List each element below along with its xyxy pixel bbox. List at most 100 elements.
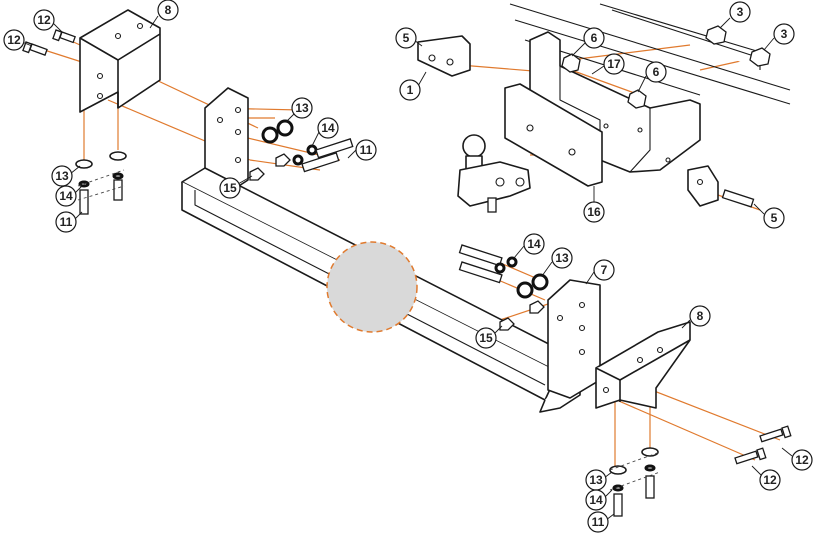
callout-11: 11 <box>55 211 77 233</box>
callout-12: 12 <box>759 469 781 491</box>
callout-number: 14 <box>59 189 73 203</box>
callout-13: 13 <box>291 97 313 119</box>
callout-13: 13 <box>51 165 73 187</box>
callout-circle <box>583 27 605 49</box>
callout-14: 14 <box>317 117 339 139</box>
assembly-lead-lines <box>37 35 781 470</box>
callout-leaders <box>21 15 793 521</box>
callout-circle <box>317 117 339 139</box>
callout-number: 12 <box>7 33 21 47</box>
callout-number: 16 <box>587 205 601 219</box>
callout-number: 14 <box>527 237 541 251</box>
callout-number: 12 <box>795 453 809 467</box>
bolt-12-upper-left <box>52 29 76 44</box>
callout-7: 7 <box>593 259 615 281</box>
callout-number: 14 <box>589 493 603 507</box>
callout-number: 8 <box>697 309 704 323</box>
callout-8: 8 <box>157 0 179 21</box>
callout-number: 3 <box>781 27 788 41</box>
callout-number: 6 <box>653 65 660 79</box>
callout-13: 13 <box>551 247 573 269</box>
callout-11: 11 <box>355 139 377 161</box>
callout-1: 1 <box>399 79 421 101</box>
callout-number: 11 <box>60 215 73 229</box>
callout-number: 13 <box>555 251 569 265</box>
callout-number: 5 <box>403 31 410 45</box>
callout-circle <box>587 511 609 533</box>
callout-circle <box>399 79 421 101</box>
callout-circle <box>791 449 813 471</box>
callout-circle <box>645 61 667 83</box>
callout-circle <box>3 29 25 51</box>
callout-circle <box>773 23 795 45</box>
callout-circle <box>395 27 417 49</box>
callout-number: 11 <box>360 143 373 157</box>
left-plate-fixings <box>249 119 354 181</box>
vehicle-chassis-inset <box>417 3 791 213</box>
callout-number: 17 <box>607 57 621 71</box>
callout-5: 5 <box>763 207 785 229</box>
callout-number: 14 <box>321 121 335 135</box>
callout-number: 13 <box>295 101 309 115</box>
callout-number: 13 <box>589 473 603 487</box>
callout-number: 3 <box>737 5 744 19</box>
callout-circle <box>551 247 573 269</box>
image-placeholder-circle <box>326 241 418 333</box>
callout-circle <box>763 207 785 229</box>
callout-5: 5 <box>395 27 417 49</box>
left-mounting-bracket <box>79 9 161 113</box>
callout-number: 12 <box>763 473 777 487</box>
callout-number: 12 <box>37 13 51 27</box>
callout-number: 8 <box>165 3 172 17</box>
callout-12: 12 <box>791 449 813 471</box>
callout-6: 6 <box>645 61 667 83</box>
callout-number: 15 <box>223 181 237 195</box>
callout-number: 7 <box>601 263 608 277</box>
callout-circle <box>33 9 55 31</box>
callout-circle <box>689 305 711 327</box>
callout-number: 11 <box>592 515 605 529</box>
callout-14: 14 <box>523 233 545 255</box>
callout-number: 15 <box>479 331 493 345</box>
callout-circle <box>355 139 377 161</box>
callout-circle <box>157 0 179 21</box>
callout-14: 14 <box>585 489 607 511</box>
callout-circle <box>759 469 781 491</box>
callout-6: 6 <box>583 27 605 49</box>
callout-12: 12 <box>3 29 25 51</box>
callout-17: 17 <box>603 53 625 75</box>
callout-circle <box>55 185 77 207</box>
callout-circle <box>585 489 607 511</box>
callout-number: 13 <box>55 169 69 183</box>
callout-circle <box>593 259 615 281</box>
callout-circle <box>55 211 77 233</box>
right-plate-fixings <box>458 244 549 331</box>
right-mounting-bracket <box>595 321 691 409</box>
callout-circle <box>219 177 241 199</box>
callout-3: 3 <box>773 23 795 45</box>
callout-16: 16 <box>583 201 605 223</box>
callout-15: 15 <box>475 327 497 349</box>
callout-circle <box>523 233 545 255</box>
callout-circle <box>291 97 313 119</box>
callout-circle <box>603 53 625 75</box>
right-bolts-12 <box>734 425 792 465</box>
callout-number: 1 <box>407 83 414 97</box>
callout-circle <box>51 165 73 187</box>
callout-number: 5 <box>771 211 778 225</box>
callout-14: 14 <box>55 185 77 207</box>
callout-circle <box>583 201 605 223</box>
callout-circle <box>475 327 497 349</box>
callout-12: 12 <box>33 9 55 31</box>
left-lower-fixings <box>75 151 127 215</box>
callout-3: 3 <box>729 1 751 23</box>
right-lower-fixings <box>609 447 661 517</box>
callout-13: 13 <box>585 469 607 491</box>
callout-8: 8 <box>689 305 711 327</box>
callout-circle <box>729 1 751 23</box>
callout-15: 15 <box>219 177 241 199</box>
callout-11: 11 <box>587 511 609 533</box>
callout-number: 6 <box>591 31 598 45</box>
